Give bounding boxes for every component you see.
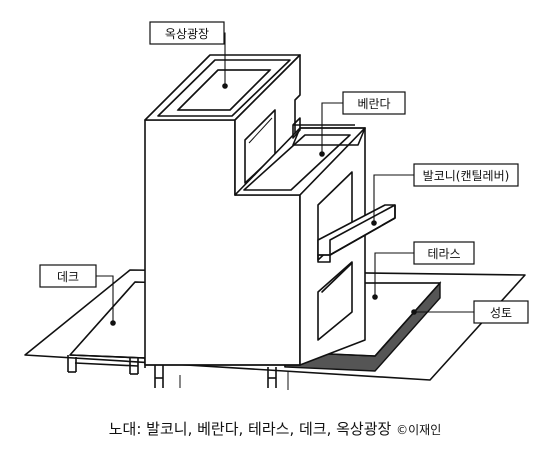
label-deck-text: 데크 (57, 270, 79, 284)
label-rooftop-plaza-text: 옥상광장 (165, 27, 209, 41)
label-rooftop-plaza: 옥상광장 (149, 21, 228, 89)
label-seongdo-text: 성토 (490, 306, 512, 320)
label-veranda-text: 베란다 (357, 97, 390, 111)
label-terrace-text: 테라스 (427, 247, 460, 261)
label-seongdo: 성토 (411, 300, 529, 324)
label-deck: 데크 (39, 264, 116, 326)
label-balcony-cantilever: 발코니(캔틸레버) (371, 163, 519, 226)
ground-plane (24, 269, 526, 381)
caption-credit: ©이재인 (396, 423, 442, 437)
figure-caption: 노대: 발코니, 베란다, 테라스, 데크, 옥상광장 ©이재인 (0, 418, 550, 439)
label-veranda: 베란다 (319, 91, 406, 157)
caption-text: 노대: 발코니, 베란다, 테라스, 데크, 옥상광장 (108, 420, 392, 438)
label-balcony-text: 발코니(캔틸레버) (423, 169, 510, 183)
label-terrace: 테라스 (372, 241, 475, 300)
building-tower (144, 54, 396, 390)
